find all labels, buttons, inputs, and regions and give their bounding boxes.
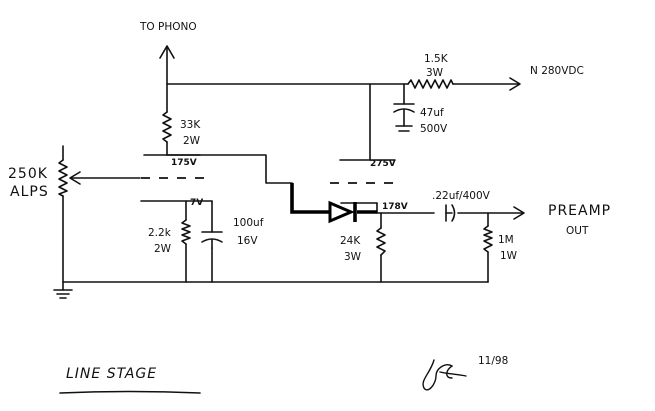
potentiometer-icon <box>58 159 68 197</box>
preamp-out-label-2: OUT <box>566 225 589 237</box>
c22-value: .22uf/400V <box>432 190 491 202</box>
r2-2k-value: 2.2k <box>148 227 172 239</box>
signature-date: 11/98 <box>478 355 508 367</box>
c100-value: 100uf <box>233 217 264 229</box>
r33k-rating: 2W <box>183 135 201 147</box>
preamp-out-label-1: PREAMP <box>548 203 611 219</box>
r24k-value: 24K <box>340 235 361 247</box>
resistor-2-2k-icon <box>181 219 191 245</box>
v2-cathode-voltage: 178V <box>382 202 408 212</box>
r24k-rating: 3W <box>344 251 362 263</box>
signature-icon <box>422 359 467 391</box>
c47-rating: 500V <box>420 123 448 135</box>
r33k-value: 33K <box>180 119 201 131</box>
r1-5k-value: 1.5K <box>424 53 449 65</box>
ground-icon <box>53 289 73 299</box>
r1m-rating: 1W <box>500 250 518 262</box>
resistor-33k-icon <box>162 111 172 143</box>
c100-rating: 16V <box>237 235 258 247</box>
capacitor-47uf-icon <box>393 103 415 132</box>
v1-plate-voltage: 175V <box>171 158 197 168</box>
pot-brand: ALPS <box>10 184 49 200</box>
v1-cathode-voltage: 7V <box>190 198 203 208</box>
resistor-1-5k-icon <box>407 79 454 89</box>
diode-icon <box>328 200 357 224</box>
capacitor-100uf-icon <box>201 231 223 249</box>
heavy-wire <box>290 183 330 214</box>
c47-value: 47uf <box>420 107 444 119</box>
r2-2k-rating: 2W <box>154 243 172 255</box>
v2-plate-voltage: 275V <box>370 159 396 169</box>
r1m-value: 1M <box>498 234 514 246</box>
resistor-24k-icon <box>376 227 386 256</box>
pot-value: 250K <box>8 166 48 182</box>
title-underline <box>59 390 201 394</box>
capacitor-22uf-icon <box>445 204 456 222</box>
wiring <box>62 45 525 291</box>
to-phono-label: TO PHONO <box>139 21 197 33</box>
diagram-title: LINE STAGE <box>66 366 157 382</box>
r1-5k-rating: 3W <box>426 67 444 79</box>
supply-voltage-label: N 280VDC <box>530 65 584 77</box>
resistor-1m-icon <box>483 225 493 253</box>
